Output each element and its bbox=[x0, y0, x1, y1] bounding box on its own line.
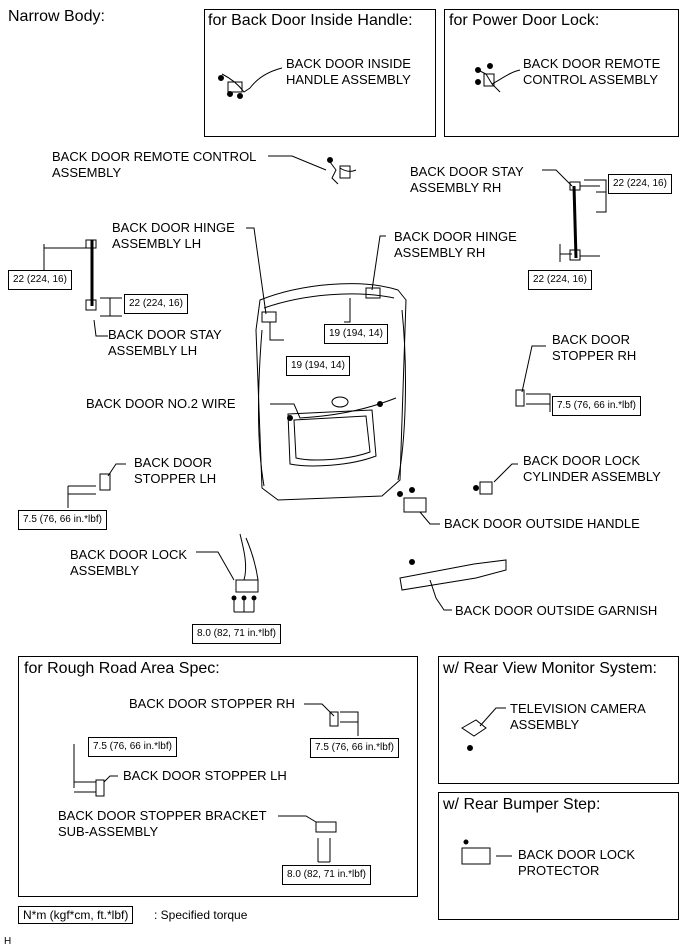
remote-control-label: BACK DOOR REMOTE CONTROL ASSEMBLY bbox=[52, 149, 257, 180]
rough-bracket-label: BACK DOOR STOPPER BRACKET SUB-ASSEMBLY bbox=[58, 808, 267, 839]
panel-rough-road-title: for Rough Road Area Spec: bbox=[24, 660, 220, 677]
stay-lh-label: BACK DOOR STAY ASSEMBLY LH bbox=[108, 327, 222, 358]
back-door-body bbox=[255, 283, 407, 501]
power-lock-sketch bbox=[475, 63, 521, 93]
power-lock-label: BACK DOOR REMOTE CONTROL ASSEMBLY bbox=[523, 56, 661, 87]
rough-torque-bracket: 8.0 (82, 71 in.*lbf) bbox=[282, 865, 371, 885]
stay-rh-label: BACK DOOR STAY ASSEMBLY RH bbox=[410, 164, 524, 195]
rough-stopper-rh-label: BACK DOOR STOPPER RH bbox=[129, 696, 295, 711]
panel-bumper-step-title: w/ Rear Bumper Step: bbox=[443, 796, 601, 813]
legend-torque-symbol: N*m (kgf*cm, ft.*lbf) bbox=[18, 906, 134, 924]
torque-stopper-lh: 7.5 (76, 66 in.*lbf) bbox=[18, 510, 107, 530]
torque-stay-lh-top: 22 (224, 16) bbox=[8, 270, 72, 290]
inside-handle-label: BACK DOOR INSIDE HANDLE ASSEMBLY bbox=[286, 56, 411, 87]
rough-stopper-lh-label: BACK DOOR STOPPER LH bbox=[123, 768, 287, 783]
outside-garnish-label: BACK DOOR OUTSIDE GARNISH bbox=[455, 603, 658, 618]
lock-cylinder-label: BACK DOOR LOCK CYLINDER ASSEMBLY bbox=[523, 453, 661, 484]
camera-label: TELEVISION CAMERA ASSEMBLY bbox=[510, 701, 646, 732]
outside-handle-label: BACK DOOR OUTSIDE HANDLE bbox=[444, 516, 640, 531]
panel-power-lock-title: for Power Door Lock: bbox=[449, 12, 600, 29]
stopper-rh-label: BACK DOOR STOPPER RH bbox=[552, 332, 637, 363]
panel-power-lock-border bbox=[444, 9, 679, 137]
rough-torque-rh: 7.5 (76, 66 in.*lbf) bbox=[310, 738, 399, 758]
panel-bumper-step-border bbox=[438, 792, 679, 920]
panel-rear-view-border bbox=[438, 656, 679, 784]
inside-handle-sketch bbox=[218, 67, 283, 99]
corner-code: H bbox=[4, 936, 12, 947]
torque-stay-lh-bottom: 22 (224, 16) bbox=[124, 294, 188, 314]
torque-stay-rh-top: 22 (224, 16) bbox=[608, 174, 672, 194]
stopper-lh-label: BACK DOOR STOPPER LH bbox=[134, 455, 217, 486]
torque-hinge-lh: 19 (194, 14) bbox=[286, 356, 350, 376]
torque-lock-assembly: 8.0 (82, 71 in.*lbf) bbox=[192, 624, 281, 644]
rough-torque-lh: 7.5 (76, 66 in.*lbf) bbox=[88, 737, 177, 757]
panel-rear-view-title: w/ Rear View Monitor System: bbox=[443, 660, 657, 677]
lock-assembly-label: BACK DOOR LOCK ASSEMBLY bbox=[70, 547, 188, 578]
panel-inside-handle-title: for Back Door Inside Handle: bbox=[208, 12, 413, 29]
no2-wire-label: BACK DOOR NO.2 WIRE bbox=[86, 396, 236, 411]
lock-protector-label: BACK DOOR LOCK PROTECTOR bbox=[518, 847, 636, 878]
hinge-lh-label: BACK DOOR HINGE ASSEMBLY LH bbox=[112, 220, 235, 251]
torque-stopper-rh: 7.5 (76, 66 in.*lbf) bbox=[552, 396, 641, 416]
panel-inside-handle-border bbox=[204, 9, 436, 137]
panel-rough-road-border bbox=[18, 656, 418, 897]
legend-text: : Specified torque bbox=[154, 908, 248, 922]
torque-stay-rh-bottom: 22 (224, 16) bbox=[528, 270, 592, 290]
torque-hinge-rh: 19 (194, 14) bbox=[324, 324, 388, 344]
diagram-heading: Narrow Body: bbox=[8, 8, 105, 25]
hinge-rh-label: BACK DOOR HINGE ASSEMBLY RH bbox=[394, 229, 517, 260]
